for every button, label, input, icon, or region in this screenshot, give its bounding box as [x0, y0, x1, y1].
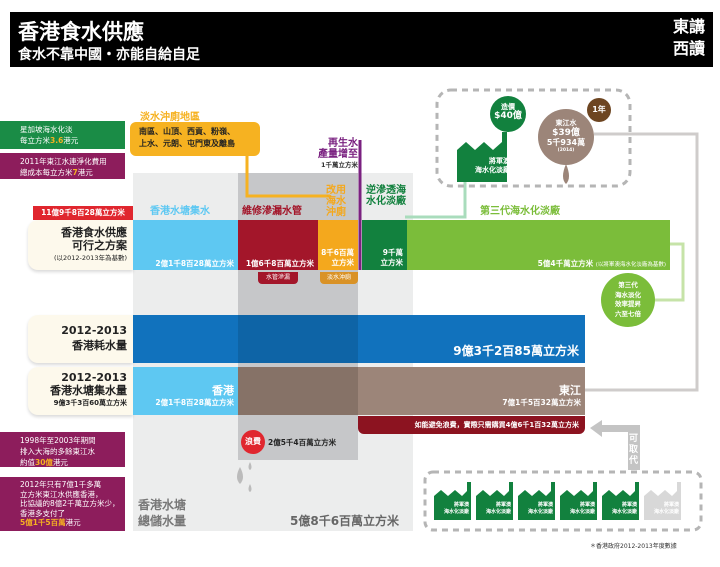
factory-icon	[457, 132, 507, 182]
segment-ro-plant: 9千萬立方米	[362, 220, 407, 270]
storage-label: 香港水塘總儲水量	[138, 498, 187, 528]
flushing-title: 淡水沖廁地區	[140, 112, 200, 123]
note-surplus-1998: 1998年至2003年期間排入大海的多餘東江水約值30億港元	[0, 432, 125, 467]
header-banner: 香港食水供應 食水不靠中國・亦能自給自足 東講西讀	[10, 12, 713, 67]
consumption-bar: 9億3千2百85萬立方米	[133, 315, 585, 363]
tag-pipe-leak: 水管滲漏	[258, 272, 298, 284]
segment-reservoir: 2億1千8百28萬立方米	[133, 220, 238, 270]
caption-seawater-flush: 改用海水沖廁	[326, 185, 346, 218]
note-overpaid-2012: 2012年只有7億1千多萬立方米東江水供應香港，比協議的8億2千萬立方米少，香港…	[0, 477, 125, 531]
plant-label: 將軍澳海水化淡廠	[611, 502, 637, 515]
avoid-waste-bar: 如能避免浪費，實際只需購買4億6千1百32萬立方米	[358, 416, 585, 434]
caption-pipe-repair: 維修滲漏水管	[242, 206, 302, 217]
plant-label: 將軍澳海水化淡廠	[527, 502, 553, 515]
caption-reservoir: 香港水塘集水	[150, 206, 210, 217]
drop-icon	[563, 164, 569, 184]
storage-value: 5億8千6百萬立方米	[290, 514, 400, 528]
replacement-plants: 將軍澳海水化淡廠 將軍澳海水化淡廠 將軍澳海水化淡廠 將軍澳海水化淡廠 將軍澳海水化淡廠…	[434, 482, 694, 522]
plant-name: 將軍澳海水化淡廠	[475, 157, 510, 174]
replace-arrow	[590, 420, 640, 470]
waste-value: 2億5千4百萬立方米	[268, 438, 337, 447]
supply-total-badge: 11億9千8百28萬立方米	[33, 206, 133, 220]
plant-label: 將軍澳海水化淡廠	[485, 502, 511, 515]
efficiency-circle: 第三代海水淡化效率提昇六至七倍	[601, 273, 655, 327]
caption-third-gen: 第三代海水化淡廠	[480, 206, 560, 217]
plant-cost-circle: 造價$40億	[490, 96, 526, 132]
factory-icon: 將軍澳海水化淡廠	[476, 482, 514, 520]
flushing-areas-box: 南區、山頂、西貢、粉嶺、上水、元朗、屯門東及離島	[130, 122, 260, 156]
plant-label: 將軍澳海水化淡廠	[653, 502, 679, 515]
page-subtitle: 食水不靠中國・亦能自給自足	[18, 47, 200, 63]
segment-third-gen: 5億4千萬立方米 (以將軍澳海水化淡廠為基數)	[407, 220, 670, 270]
footnote: ＊香港政府2012-2013年度數據	[590, 543, 677, 550]
catchment-shade	[238, 367, 358, 415]
plant-label: 將軍澳海水化淡廠	[443, 502, 469, 515]
water-drops-icon	[237, 462, 252, 492]
factory-icon: 將軍澳海水化淡廠	[602, 482, 640, 520]
segment-seawater-flush: 8千6百萬立方米	[318, 220, 358, 270]
supply-label: 香港食水供應可行之方案(以2012-2013年為基數)	[28, 220, 133, 270]
segment-pipe-repair: 1億6千8百萬立方米	[238, 220, 318, 270]
factory-icon: 將軍澳海水化淡廠	[434, 482, 472, 520]
plant-label: 將軍澳海水化淡廠	[569, 502, 595, 515]
note-dongjiang-cost: 2011年東江水連淨化費用總成本每立方米7港元	[0, 153, 125, 179]
caption-ro-plant: 逆滲透海水化淡廠	[366, 185, 406, 207]
factory-icon: 將軍澳海水化淡廠	[518, 482, 556, 520]
logo: 東講西讀	[672, 17, 705, 58]
factory-icon: 將軍澳海水化淡廠	[644, 482, 682, 520]
note-singapore: 星加坡海水化淡每立方米3.6港元	[0, 121, 125, 149]
consumption-shade	[238, 315, 358, 363]
factory-icon: 將軍澳海水化淡廠	[560, 482, 598, 520]
waste-badge: 浪費	[241, 430, 265, 454]
one-year-badge: 1年	[587, 98, 611, 122]
tag-freshwater-flush: 淡水沖廁	[320, 272, 358, 284]
replace-label: 可取代	[629, 434, 639, 466]
page-title: 香港食水供應	[18, 20, 144, 44]
